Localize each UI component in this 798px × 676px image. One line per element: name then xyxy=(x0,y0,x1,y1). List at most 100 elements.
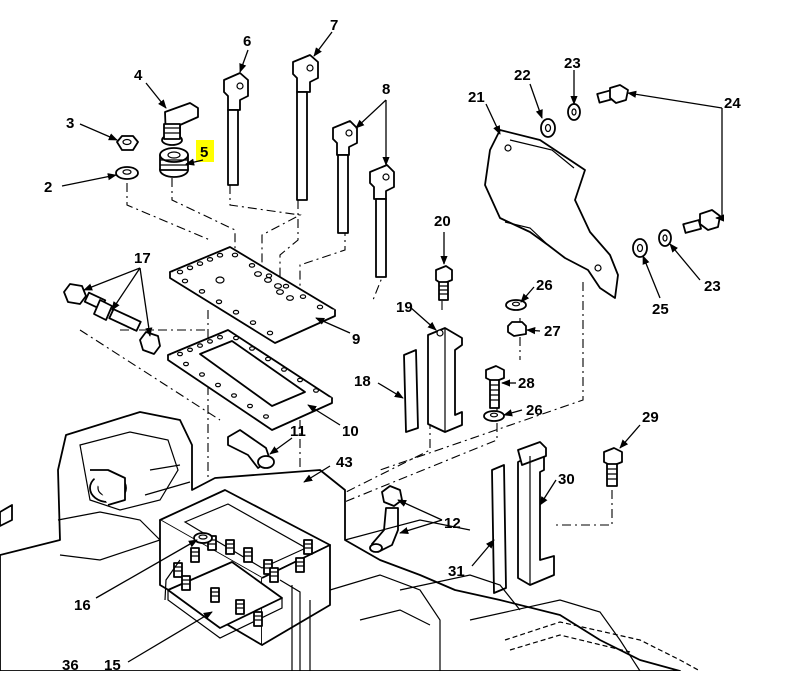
callout-5: 5 xyxy=(200,144,208,161)
callout-31: 31 xyxy=(448,563,465,580)
callout-25: 25 xyxy=(652,301,669,318)
bolt-hole xyxy=(264,277,273,283)
stud xyxy=(263,559,273,575)
bolt-hole xyxy=(249,320,257,326)
stud-thread xyxy=(296,561,304,567)
stud-thread xyxy=(270,571,278,577)
callout-4: 4 xyxy=(134,67,143,84)
tube-part-8b xyxy=(369,164,395,278)
callout-23-top: 23 xyxy=(564,55,581,72)
bolt-hole xyxy=(176,269,184,275)
fitting-assembly-part-17 xyxy=(63,283,161,355)
bolt-hole xyxy=(263,414,270,419)
bolt-part-20 xyxy=(435,265,453,301)
bolt-hole xyxy=(282,283,290,289)
tube-part-7 xyxy=(292,54,319,201)
callout-27: 27 xyxy=(544,323,561,340)
callout-11: 11 xyxy=(290,423,306,440)
elbow-fitting-part-4 xyxy=(161,102,199,146)
bolt-hole xyxy=(215,276,225,284)
bolt-hole xyxy=(254,271,263,277)
stud-thread xyxy=(244,551,252,557)
bolt-part-24b xyxy=(682,209,721,234)
callout-9: 9 xyxy=(352,331,360,348)
callout-43: 43 xyxy=(336,454,353,471)
callout-24: 24 xyxy=(724,95,741,112)
bolt-hole xyxy=(248,263,256,268)
washer-part-25 xyxy=(632,238,648,258)
callout-labels: 2 3 4 5 6 7 8 9 10 11 12 15 16 17 18 19 … xyxy=(44,17,741,674)
cover-plate-part-9 xyxy=(169,246,336,344)
callout-2: 2 xyxy=(44,179,52,196)
plug-part-5 xyxy=(159,147,189,178)
nut-part-3 xyxy=(116,135,139,151)
callout-21: 21 xyxy=(468,89,485,106)
callout-22: 22 xyxy=(514,67,531,84)
stud xyxy=(181,575,191,591)
bolt-hole xyxy=(206,257,214,262)
bolt-hole xyxy=(183,361,190,367)
bolt-hole xyxy=(265,356,272,362)
callout-28: 28 xyxy=(518,375,535,392)
stud xyxy=(190,547,200,563)
callout-16: 16 xyxy=(74,597,91,614)
bolt-hole xyxy=(232,309,240,315)
bolt-part-29 xyxy=(603,447,623,487)
bolt-hole xyxy=(281,367,288,372)
callout-26-top: 26 xyxy=(536,277,553,294)
bolt-hole xyxy=(186,265,194,271)
housing-top-cover xyxy=(159,489,331,646)
washer-part-2 xyxy=(115,166,139,180)
callout-3: 3 xyxy=(66,115,74,132)
bolt-part-24a xyxy=(596,84,629,104)
bolt-hole xyxy=(197,343,204,348)
stud xyxy=(303,539,313,555)
callout-20: 20 xyxy=(434,213,451,230)
callout-8: 8 xyxy=(382,81,390,98)
gasket-part-10 xyxy=(167,329,333,431)
stud xyxy=(253,611,263,627)
callout-18: 18 xyxy=(354,373,371,390)
washer-part-22 xyxy=(540,118,556,138)
elbow-part-12 xyxy=(369,485,403,553)
bolt-hole xyxy=(286,295,295,301)
callout-23-bottom: 23 xyxy=(704,278,721,295)
bolt-hole xyxy=(249,346,256,351)
callout-17: 17 xyxy=(134,250,151,267)
housing-body xyxy=(0,411,681,672)
bolt-hole xyxy=(231,252,239,258)
washer-part-23b xyxy=(658,229,672,247)
bolt-hole xyxy=(276,289,285,295)
washer-part-23a xyxy=(567,103,581,121)
bolt-hole xyxy=(233,335,240,341)
stud xyxy=(210,587,220,603)
strap-part-31 xyxy=(491,464,507,594)
bolt-hole xyxy=(215,382,222,388)
leader-lines xyxy=(61,31,725,663)
callout-36: 36 xyxy=(62,657,79,671)
stud-thread xyxy=(304,543,312,549)
bolt-hole xyxy=(177,351,184,357)
bolt-hole xyxy=(196,261,204,267)
bolt-hole xyxy=(207,339,214,344)
stud-thread xyxy=(182,579,190,585)
bolt-hole xyxy=(199,372,206,377)
callout-30: 30 xyxy=(558,471,575,488)
callout-12: 12 xyxy=(444,515,461,532)
callout-19: 19 xyxy=(396,299,413,316)
bolt-hole xyxy=(216,252,224,258)
bolt-hole xyxy=(299,294,307,300)
stud-thread xyxy=(191,551,199,557)
bracket-part-11 xyxy=(227,429,275,469)
bolt-hole xyxy=(187,347,194,353)
nut-part-27 xyxy=(507,321,527,337)
callout-6: 6 xyxy=(243,33,251,50)
bolt-hole xyxy=(265,273,273,279)
callout-29: 29 xyxy=(642,409,659,426)
stud-thread xyxy=(226,543,234,549)
bracket-part-19 xyxy=(427,327,463,433)
stud-thread xyxy=(254,615,262,621)
stud xyxy=(225,539,235,555)
